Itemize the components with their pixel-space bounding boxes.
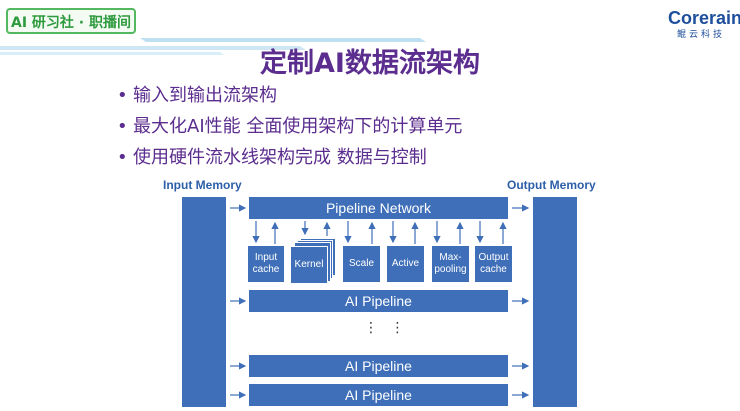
bullet-item: •输入到输出流架构 — [117, 80, 462, 111]
input-memory-block — [182, 197, 226, 407]
bullet-text: 最大化AI性能 全面使用架构下的计算单元 — [133, 116, 463, 137]
input-cache-unit: Input cache — [248, 246, 284, 282]
unit-label: cache — [480, 264, 507, 275]
ai-pipeline: AI Pipeline — [249, 290, 508, 312]
logo-name: Corerain — [668, 8, 740, 28]
unit-label: Max- — [439, 252, 462, 263]
channel-badge: AI 研习社 · 职播间 — [6, 8, 136, 34]
pipeline-network: Pipeline Network — [249, 197, 508, 219]
bullet-dot-icon: • — [117, 116, 128, 137]
bullet-list: •输入到输出流架构 •最大化AI性能 全面使用架构下的计算单元 •使用硬件流水线… — [117, 80, 462, 173]
bullet-text: 使用硬件流水线架构完成 数据与控制 — [133, 147, 427, 168]
max-pooling-unit: Max- pooling — [432, 246, 469, 282]
unit-label: cache — [252, 264, 280, 275]
input-memory-label: Input Memory — [163, 178, 242, 192]
unit-label: Input — [254, 252, 278, 263]
output-memory-label: Output Memory — [507, 178, 596, 192]
unit-label: Scale — [348, 258, 374, 269]
active-unit: Active — [387, 246, 424, 282]
output-memory-block — [533, 197, 577, 407]
logo-subtitle: 鲲云科技 — [676, 30, 725, 40]
ai-pipeline: AI Pipeline — [249, 355, 508, 377]
slide-title: 定制AI数据流架构 — [260, 48, 480, 79]
scale-unit: Scale — [343, 246, 380, 282]
output-cache-unit: Output cache — [475, 246, 512, 282]
kernel-unit: Kernel — [290, 246, 328, 284]
corerain-logo: Corerain 鲲云科技 — [668, 8, 740, 40]
bullet-text: 输入到输出流架构 — [133, 85, 277, 106]
header-decoration — [0, 38, 426, 55]
bullet-item: •使用硬件流水线架构完成 数据与控制 — [117, 142, 462, 173]
bullet-item: •最大化AI性能 全面使用架构下的计算单元 — [117, 111, 462, 142]
ellipsis-icon: ⋮ ⋮ — [364, 320, 409, 336]
unit-label: pooling — [434, 264, 467, 275]
ai-pipeline: AI Pipeline — [249, 384, 508, 406]
bullet-dot-icon: • — [117, 147, 128, 168]
unit-label: Kernel — [294, 259, 324, 270]
bullet-dot-icon: • — [117, 85, 128, 106]
unit-label: Active — [391, 258, 420, 269]
unit-label: Output — [478, 252, 509, 263]
